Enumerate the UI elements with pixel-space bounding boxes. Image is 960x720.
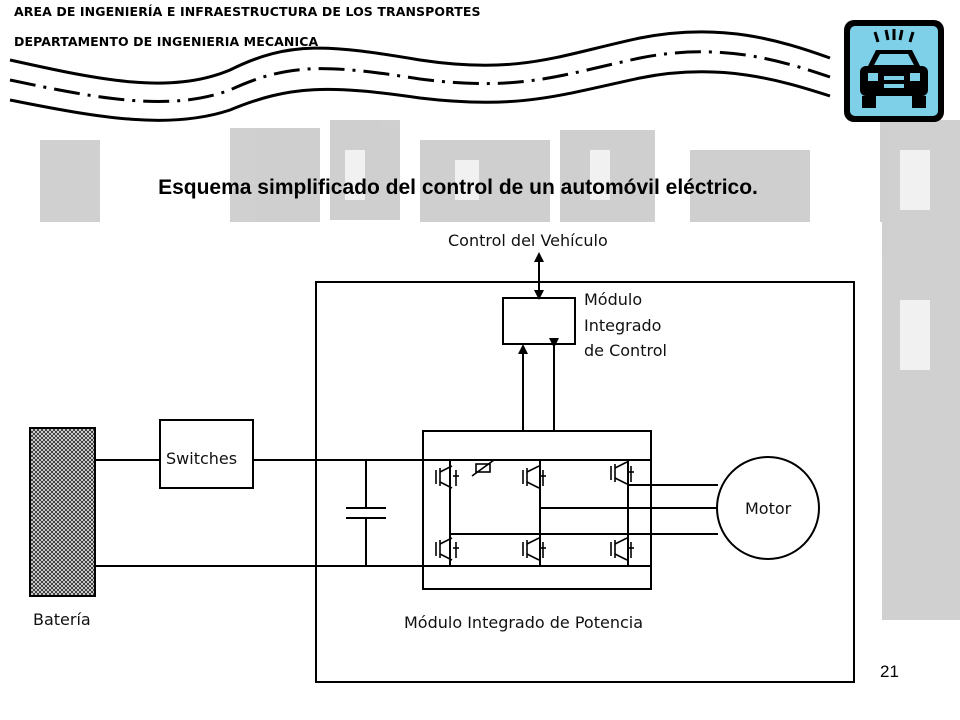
igbt-3 bbox=[610, 461, 634, 485]
car-warning-icon bbox=[844, 20, 944, 122]
igbt-switches bbox=[435, 459, 634, 561]
sensor-symbol bbox=[471, 459, 495, 477]
igbt-4 bbox=[435, 537, 459, 561]
igbt-1 bbox=[435, 465, 459, 489]
header-department: DEPARTAMENTO DE INGENIERIA MECANICA bbox=[14, 34, 319, 49]
battery-label: Batería bbox=[33, 610, 91, 629]
vehicle-control-label: Control del Vehículo bbox=[448, 231, 608, 250]
switches-label: Switches bbox=[166, 449, 237, 468]
motor-label: Motor bbox=[745, 499, 792, 518]
control-module-label-2: Integrado bbox=[584, 316, 661, 335]
page-number: 21 bbox=[880, 662, 899, 681]
control-module-label-3: de Control bbox=[584, 341, 667, 360]
switches-box bbox=[159, 419, 254, 489]
header-department-area: AREA DE INGENIERÍA E INFRAESTRUCTURA DE … bbox=[14, 4, 481, 19]
igbt-6 bbox=[610, 537, 634, 561]
igbt-2 bbox=[522, 465, 546, 489]
vehicle-enclosure bbox=[315, 281, 855, 683]
power-module-box bbox=[422, 430, 652, 590]
slide-title: Esquema simplificado del control de un a… bbox=[158, 176, 758, 199]
road-banner bbox=[9, 30, 831, 122]
power-module-label: Módulo Integrado de Potencia bbox=[404, 613, 643, 632]
battery-cell bbox=[29, 427, 96, 597]
control-module-label-1: Módulo bbox=[584, 290, 642, 309]
igbt-5 bbox=[522, 537, 546, 561]
